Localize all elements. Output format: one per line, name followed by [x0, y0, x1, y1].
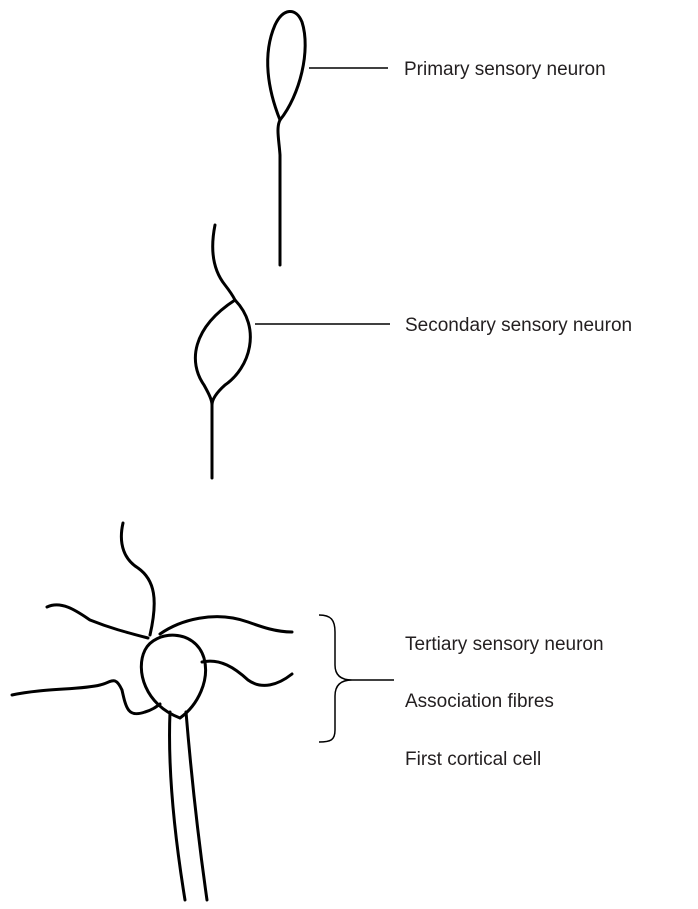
label-primary-sensory-neuron: Primary sensory neuron: [404, 60, 606, 79]
tertiary-dendrite-left-lower: [12, 681, 160, 714]
label-first-cortical-cell: First cortical cell: [405, 750, 541, 769]
label-tertiary-sensory-neuron: Tertiary sensory neuron: [405, 635, 604, 654]
primary-cell-body: [268, 11, 305, 120]
tertiary-axon-left: [170, 712, 185, 900]
primary-axon: [278, 120, 280, 265]
bracket: [319, 615, 352, 742]
tertiary-dendrite-left: [47, 605, 148, 638]
secondary-sensory-neuron: [195, 225, 250, 478]
tertiary-axon-right: [186, 712, 207, 900]
tertiary-dendrite-top: [121, 523, 154, 635]
label-secondary-sensory-neuron: Secondary sensory neuron: [405, 316, 632, 335]
secondary-cell-body: [195, 300, 250, 405]
tertiary-cell-body: [141, 635, 205, 718]
secondary-dendrite: [213, 225, 235, 300]
tertiary-dendrite-right-lower: [202, 661, 292, 685]
tertiary-dendrite-right-upper: [160, 617, 292, 634]
primary-sensory-neuron: [268, 11, 305, 265]
tertiary-sensory-neuron: [12, 523, 292, 900]
label-association-fibres: Association fibres: [405, 692, 554, 711]
